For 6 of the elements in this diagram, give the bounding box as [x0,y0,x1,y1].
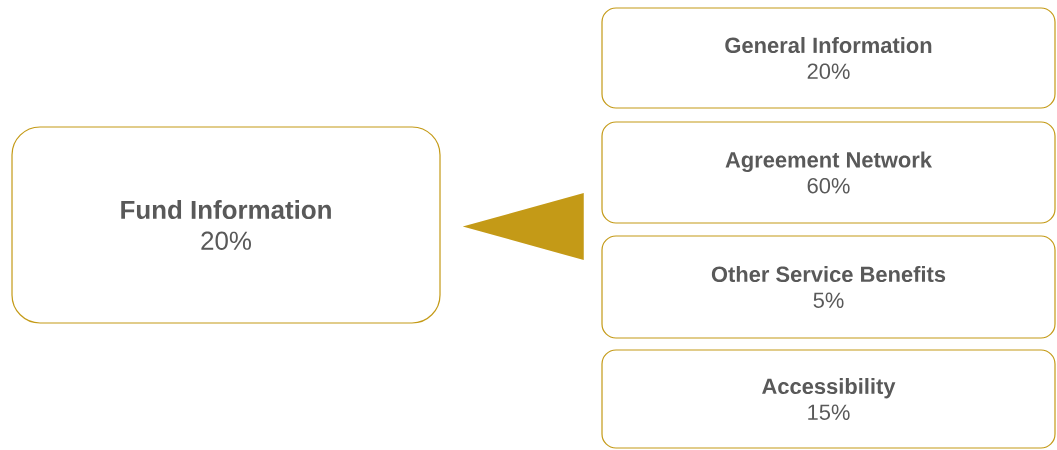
process-box: Other Service Benefits 5% [601,235,1056,339]
process-box: Accessibility 15% [601,349,1056,449]
triangle-shape [462,192,584,261]
process-box: General Information 20% [601,7,1056,109]
process-box: Agreement Network 60% [601,121,1056,224]
process-box: Fund Information 20% [11,126,441,324]
